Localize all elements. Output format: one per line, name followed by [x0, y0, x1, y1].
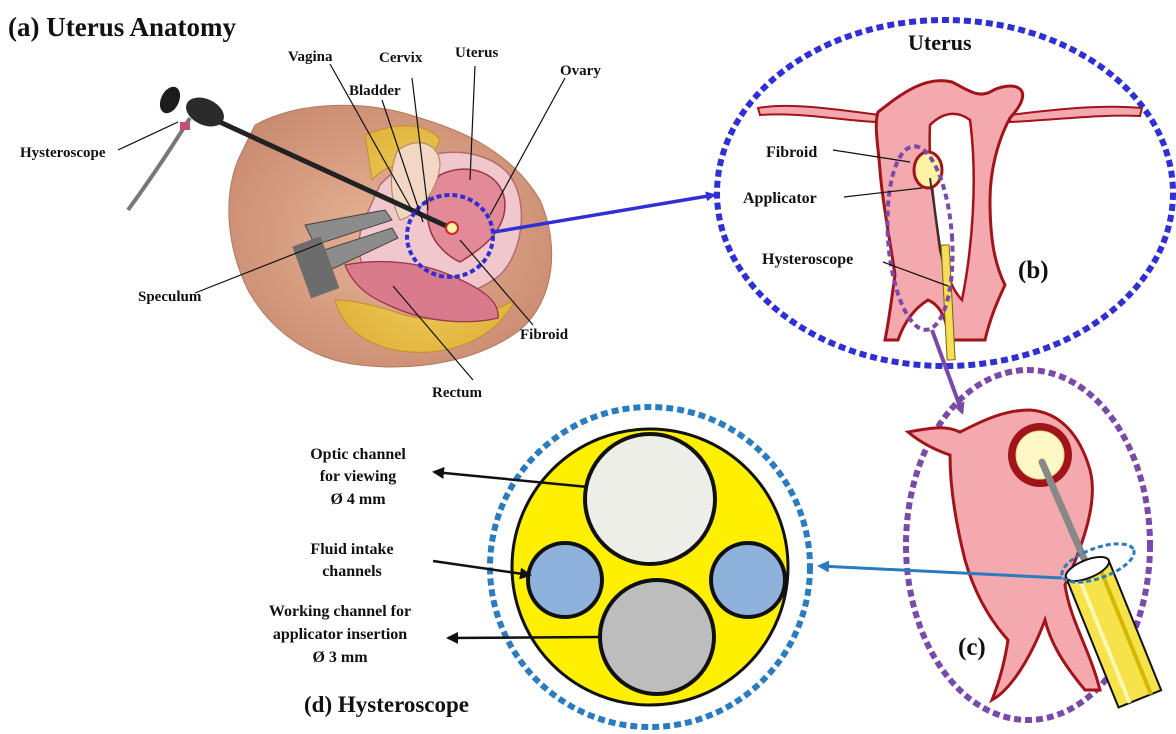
- label-fibroid-b: Fibroid: [766, 144, 817, 161]
- label-applicator: Applicator: [743, 190, 817, 207]
- panel-c-detail: (c): [906, 370, 1161, 720]
- hysteroscope-cable: [128, 118, 190, 210]
- label-cervix: Cervix: [379, 50, 423, 66]
- label-working-line2: applicator insertion: [273, 626, 407, 643]
- panel-b-tag: (b): [1018, 257, 1049, 284]
- label-speculum: Speculum: [138, 289, 202, 305]
- fallopian-tube-left: [758, 106, 880, 122]
- label-rectum: Rectum: [432, 385, 482, 401]
- label-fluid-line2: channels: [322, 563, 382, 580]
- fluid-channel-right: [711, 543, 785, 617]
- label-vagina: Vagina: [288, 49, 333, 65]
- label-uterus-a: Uterus: [455, 45, 498, 61]
- label-ovary: Ovary: [560, 63, 601, 79]
- label-working-line1: Working channel for: [269, 603, 411, 620]
- fibroid-marker: [446, 222, 458, 234]
- label-optic-channel: Optic channel for viewing Ø 4 mm: [310, 446, 406, 508]
- label-fluid-channels: Fluid intake channels: [310, 541, 393, 580]
- panel-d-hysteroscope: Optic channel for viewing Ø 4 mm Fluid i…: [269, 407, 810, 727]
- working-channel: [600, 580, 714, 694]
- label-fibroid-a: Fibroid: [520, 327, 569, 343]
- hysteroscope-eyepiece: [156, 84, 184, 117]
- panel-a-title: (a) Uterus Anatomy: [8, 12, 236, 42]
- fluid-channel-left: [528, 543, 602, 617]
- hysteroscope-port: [180, 122, 190, 130]
- label-working-line3: Ø 3 mm: [312, 649, 368, 666]
- label-optic-line1: Optic channel: [310, 446, 406, 463]
- panel-a-anatomy: (a) Uterus Anatomy: [8, 12, 601, 401]
- fibroid-c-core: [1016, 431, 1064, 479]
- optic-channel: [585, 434, 715, 564]
- panel-d-title: (d) Hysteroscope: [304, 692, 469, 717]
- arrow-working: [448, 637, 600, 638]
- panel-b-uterus: Uterus Fibroid Applicator Hysteroscope (…: [717, 20, 1173, 366]
- fallopian-tube-right: [1010, 107, 1142, 122]
- panel-c-tag: (c): [958, 634, 986, 661]
- panel-b-title: Uterus: [908, 30, 972, 55]
- label-working-channel: Working channel for applicator insertion…: [269, 603, 411, 666]
- label-bladder: Bladder: [349, 83, 401, 99]
- label-hysteroscope-b: Hysteroscope: [762, 251, 853, 268]
- label-hysteroscope-a: Hysteroscope: [20, 145, 106, 161]
- label-optic-line2: for viewing: [320, 468, 397, 485]
- label-fluid-line1: Fluid intake: [310, 541, 393, 558]
- label-optic-line3: Ø 4 mm: [330, 491, 386, 508]
